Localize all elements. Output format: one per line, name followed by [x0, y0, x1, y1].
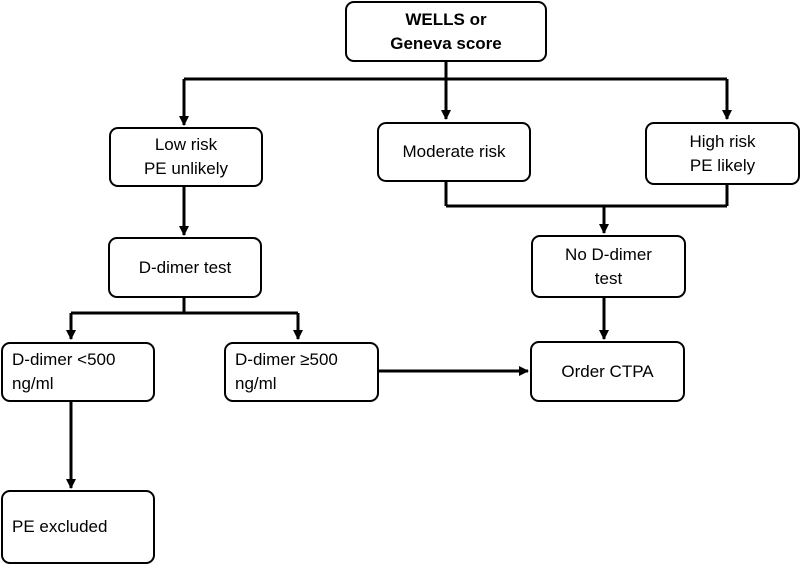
node-wells-line1: WELLS or: [405, 9, 487, 29]
node-no-ddimer-line1: No D-dimer: [565, 244, 652, 264]
node-ddimer-test: D-dimer test: [108, 237, 262, 298]
node-ddimer-high-line1: D-dimer ≥500: [235, 350, 338, 369]
node-wells-line2: Geneva score: [390, 33, 502, 53]
node-moderate-risk-line1: Moderate risk: [402, 142, 506, 161]
node-pe-excluded-line1: PE excluded: [12, 517, 108, 536]
node-ddimer-test-line1: D-dimer test: [138, 257, 232, 277]
node-wells-geneva-score: WELLS or Geneva score: [345, 1, 547, 62]
node-low-risk: Low risk PE unlikely: [109, 127, 263, 187]
node-no-ddimer-test: No D-dimer test: [531, 235, 686, 298]
node-no-ddimer-line2: test: [594, 268, 623, 288]
node-ddimer-below-500: D-dimer <500 ng/ml: [1, 342, 155, 402]
node-high-risk: High risk PE likely: [645, 122, 800, 185]
node-ddimer-above-500: D-dimer ≥500 ng/ml: [224, 342, 379, 402]
node-high-risk-line1: High risk: [689, 131, 756, 151]
node-order-ctpa: Order CTPA: [530, 341, 685, 402]
node-low-risk-line2: PE unlikely: [143, 159, 229, 178]
node-pe-excluded: PE excluded: [1, 490, 155, 564]
node-high-risk-line2: PE likely: [689, 155, 756, 175]
node-order-ctpa-line1: Order CTPA: [561, 361, 654, 381]
node-ddimer-low-line1: D-dimer <500: [12, 350, 116, 369]
node-ddimer-low-line2: ng/ml: [12, 374, 54, 393]
node-low-risk-line1: Low risk: [154, 135, 218, 154]
node-ddimer-high-line2: ng/ml: [235, 374, 277, 393]
node-moderate-risk: Moderate risk: [377, 122, 531, 182]
